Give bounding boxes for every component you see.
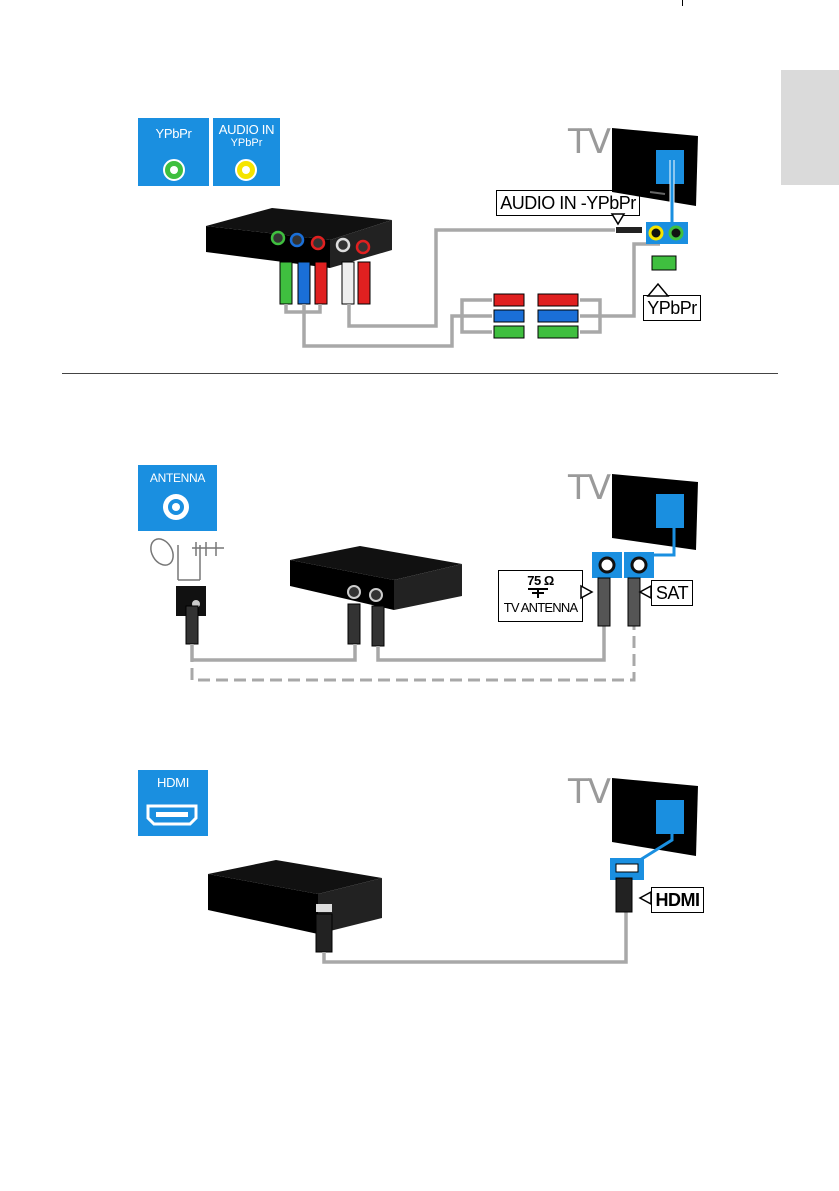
impedance-label: 75 Ω <box>527 573 554 588</box>
audio-in-badge-label: AUDIO IN <box>218 122 275 137</box>
tv-antenna-callout: 75 Ω TV ANTENNA <box>498 570 583 622</box>
antenna-badge-label: ANTENNA <box>149 471 206 485</box>
wall-socket-icon <box>176 586 206 645</box>
set-top-box-icon <box>206 208 392 268</box>
coax-symbol-icon <box>528 588 548 598</box>
antenna-cables <box>190 626 606 662</box>
dish-antenna-icon <box>150 538 224 581</box>
section-tab <box>781 70 839 185</box>
receiver-box-icon <box>290 546 462 647</box>
audio-jack-icon <box>235 159 257 181</box>
audio-in-badge-sublabel: YPbPr <box>230 137 263 149</box>
tv-label: TV <box>568 772 611 812</box>
top-rule <box>682 0 683 6</box>
audio-in-callout: AUDIO IN -YPbPr <box>496 190 640 216</box>
section-divider <box>62 373 778 374</box>
ypbpr-callout: YPbPr <box>643 295 701 321</box>
tv-label: TV <box>568 468 611 508</box>
satellite-cable-dashed <box>190 626 636 682</box>
tv-label: TV <box>568 122 611 162</box>
rca-plugs-icon <box>279 261 371 305</box>
component-adapter-icon <box>493 293 579 339</box>
tv-icon <box>612 128 698 271</box>
antenna-jack-icon <box>163 494 189 520</box>
hdmi-badge-label: HDMI <box>156 775 190 790</box>
tv-icon <box>610 778 698 913</box>
tv-icon <box>592 474 698 627</box>
tv-antenna-label: TV ANTENNA <box>503 600 578 615</box>
hdmi-port-icon <box>146 804 198 826</box>
hdmi-cable <box>322 912 628 964</box>
ypbpr-jack-icon <box>163 159 185 181</box>
media-box-icon <box>208 860 382 953</box>
hdmi-callout: HDMI <box>651 887 704 913</box>
ypbpr-badge-label: YPbPr <box>155 126 192 141</box>
sat-callout: SAT <box>651 580 693 606</box>
